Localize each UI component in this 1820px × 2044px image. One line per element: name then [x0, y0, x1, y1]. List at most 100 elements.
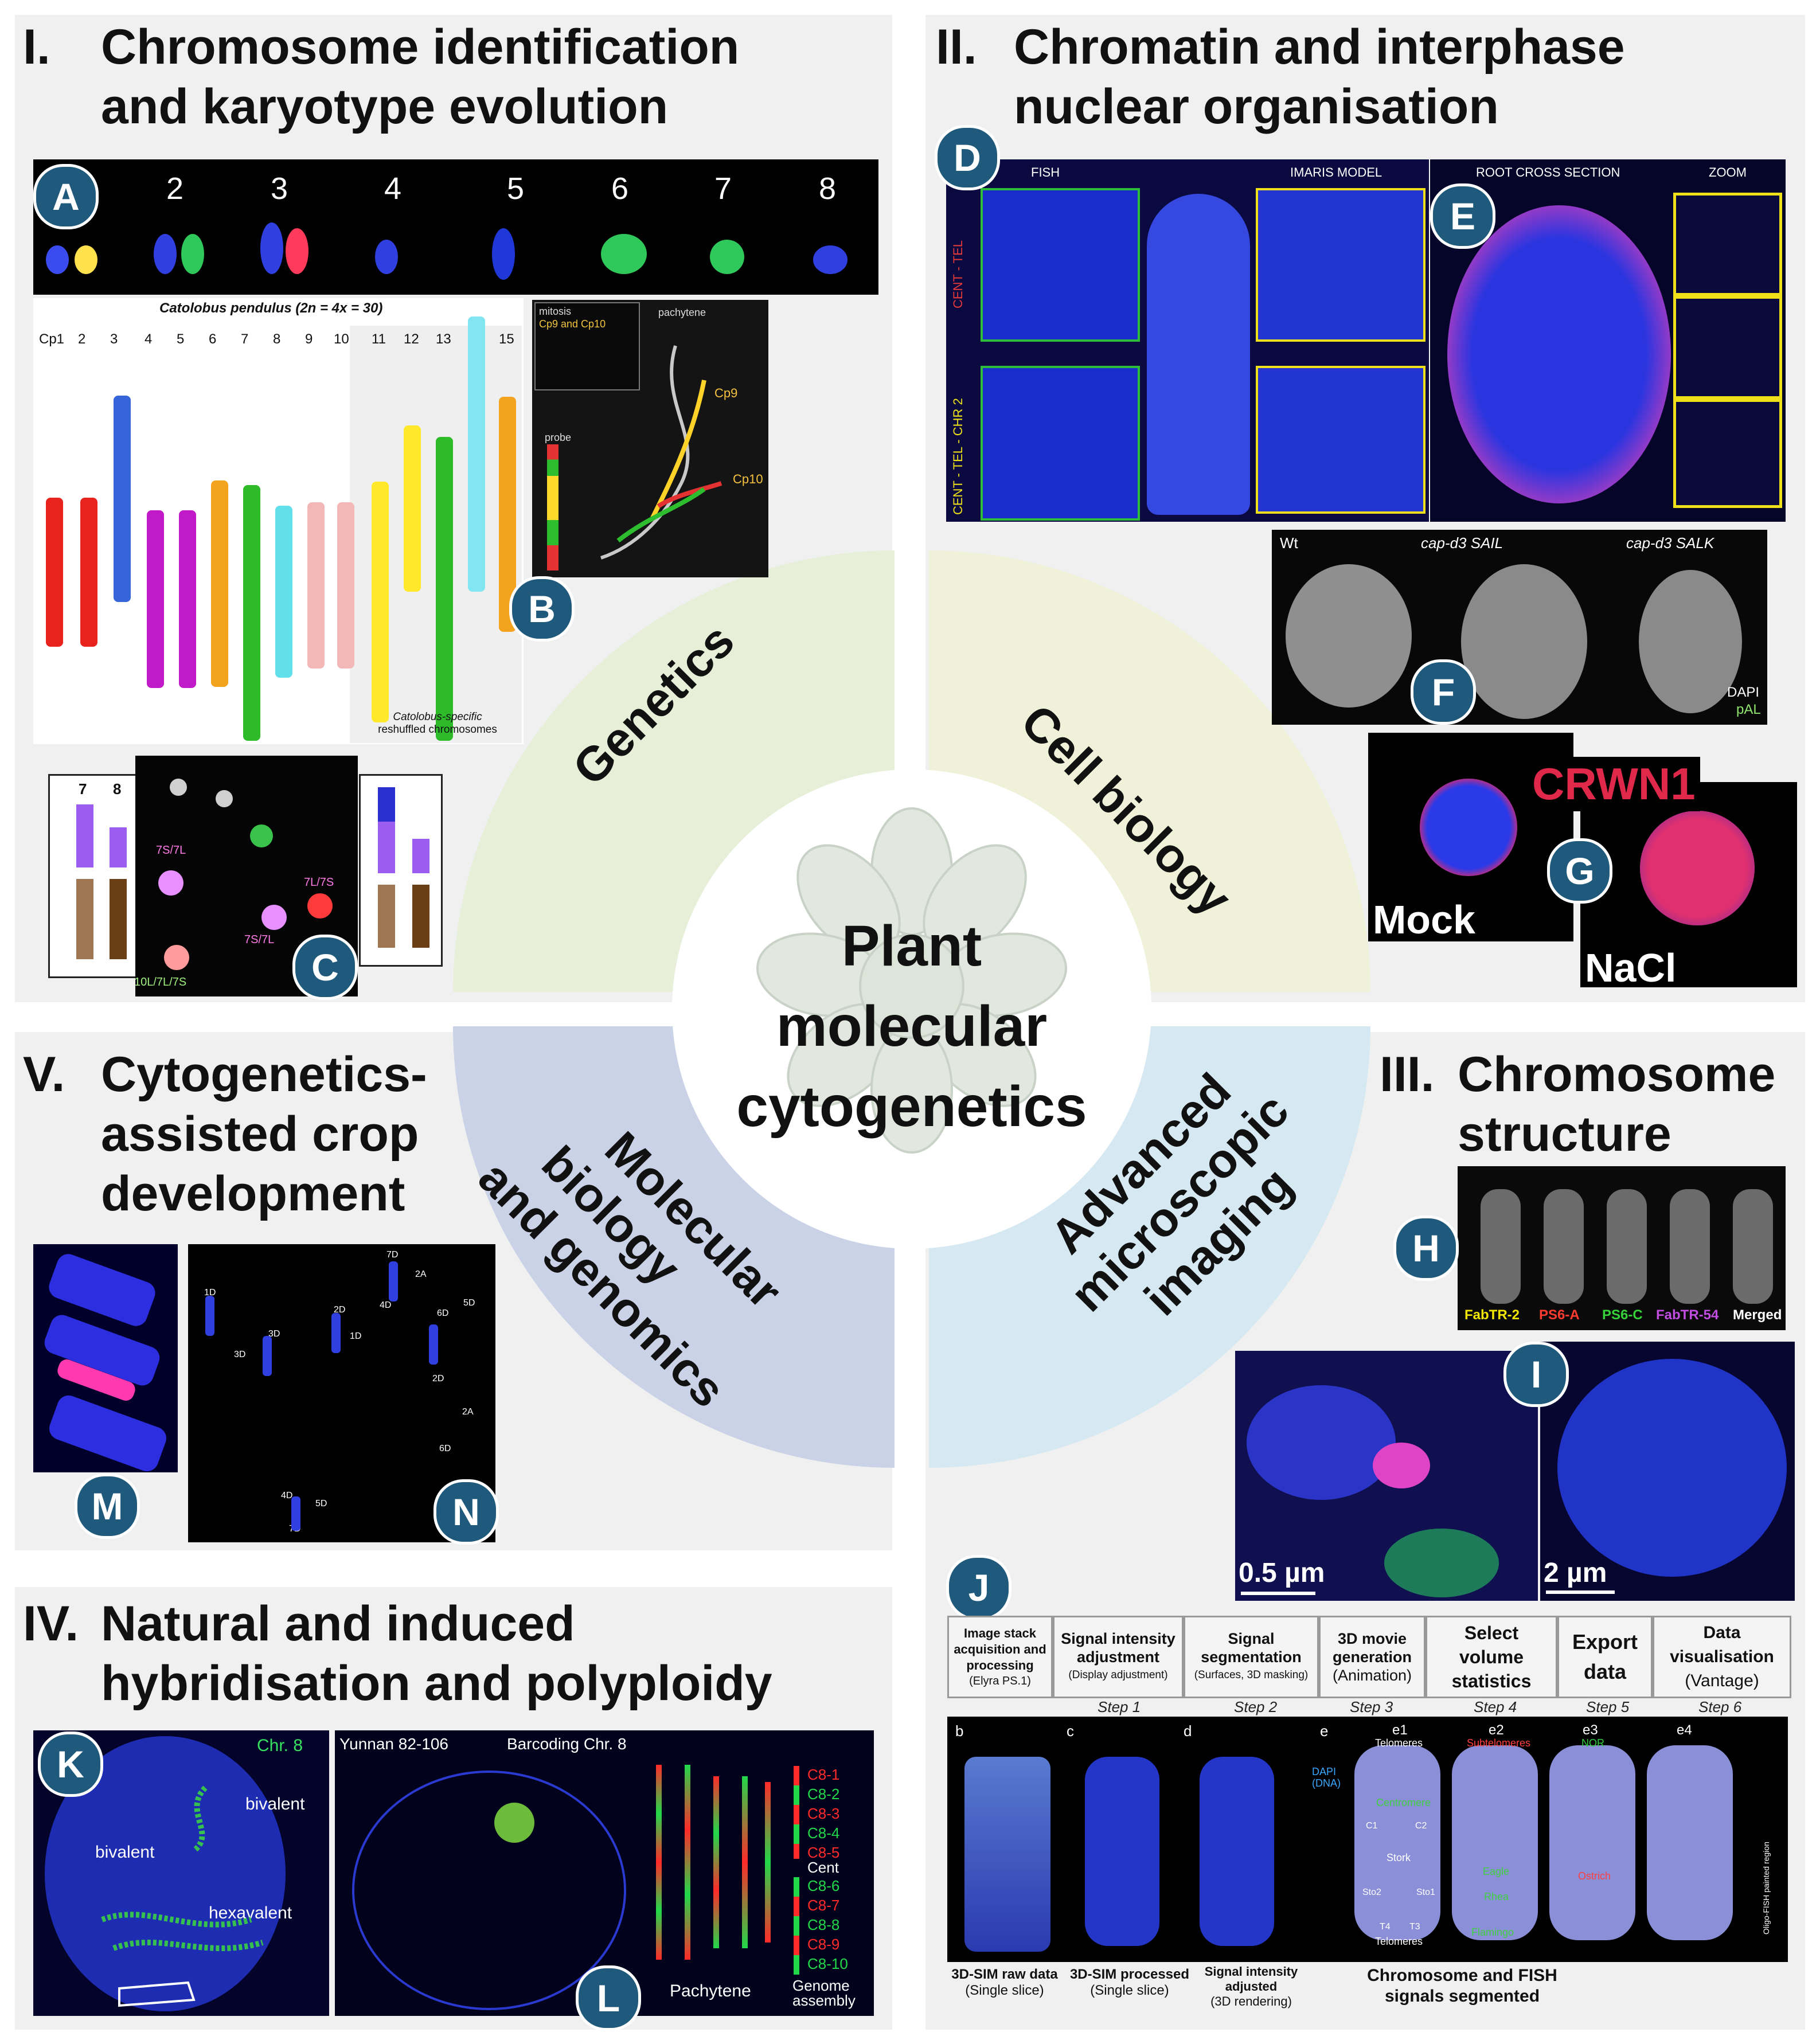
footer-line: Catolobus-specific — [393, 711, 482, 723]
mitosis-label: mitosis — [539, 306, 572, 317]
salk-label: cap-d3 SALK — [1626, 534, 1714, 552]
center-title-line: Plant — [841, 914, 982, 978]
step-text: (Vantage) — [1685, 1671, 1759, 1690]
step-text: Data — [1703, 1623, 1741, 1642]
chromosome-label: 4D — [380, 1300, 392, 1310]
caption-line: Signal intensity — [1204, 1964, 1298, 1979]
karyotype-title: Catolobus pendulus (2n = 4x = 30) — [159, 300, 383, 316]
panel-a-number: 3 — [271, 171, 288, 206]
centromere-label: Centromere — [1376, 1797, 1431, 1808]
assembly-label: assembly — [792, 1992, 856, 2009]
caption-line: (Single slice) — [1090, 1983, 1169, 1998]
zoom-panel-2 — [1673, 296, 1782, 399]
step-text: Signal — [1228, 1630, 1275, 1647]
pachytene-strand — [685, 1765, 690, 1960]
column-label: 11 — [372, 331, 386, 347]
caption-line: adjusted — [1225, 1979, 1278, 1994]
chromosome-bar — [46, 498, 63, 647]
chromosome-bar — [468, 316, 485, 592]
chromosome-bar — [80, 498, 97, 647]
segment-label: C8-2 — [794, 1785, 872, 1805]
segmented-chromosome — [1354, 1745, 1440, 1940]
panel-d-image: FISH IMARIS MODEL CENT - TEL CENT - TEL … — [946, 159, 1429, 522]
badge-f: F — [1411, 659, 1476, 725]
panel-a-number: 7 — [714, 171, 732, 206]
fish-header: FISH — [1031, 165, 1060, 179]
fish-panel-2 — [981, 366, 1140, 521]
section-title-line: and karyotype evolution — [101, 79, 669, 134]
panel-c-ideogram-right — [359, 774, 443, 967]
pachytene-label: Pachytene — [670, 1982, 751, 2000]
segment-label: Cent — [807, 1859, 839, 1876]
panel-c-ideogram-left: 7 8 — [48, 774, 138, 978]
chromosome-label: 6D — [439, 1444, 451, 1453]
step-text: 3D movie — [1337, 1630, 1407, 1647]
wt-label: Wt — [1280, 534, 1298, 552]
workflow-step: Signal intensity adjustment (Display adj… — [1053, 1616, 1184, 1698]
step-text: Signal intensity — [1061, 1630, 1175, 1647]
karyotype-diagram: Catolobus pendulus (2n = 4x = 30) Cp1 2 … — [33, 298, 524, 744]
pachytene-spread — [352, 1771, 626, 2010]
panel-i-spread: 2 µm — [1540, 1342, 1795, 1601]
probe-label: probe — [545, 432, 572, 443]
segment-label: C8-8 — [794, 1916, 872, 1936]
section-title-line: Chromatin and interphase — [1014, 19, 1625, 75]
chromosome-label: 7D — [386, 1250, 399, 1260]
segment-label: C8-4 — [794, 1824, 872, 1844]
step-text: generation — [1332, 1648, 1412, 1666]
caption-line: Chromosome and FISH — [1367, 1966, 1557, 1985]
step-number: Step 3 — [1350, 1698, 1393, 1715]
spread-label: 7L/7S — [304, 876, 334, 889]
panel-l-image: Yunnan 82-106 Barcoding Chr. 8 Pachytene… — [335, 1730, 874, 2016]
step-number: Step 4 — [1474, 1698, 1517, 1715]
side-label: CENT - TEL — [951, 240, 965, 308]
ostrich-label: Ostrich — [1578, 1870, 1611, 1882]
column-label: 8 — [273, 331, 281, 347]
chromosome-bar — [404, 425, 421, 592]
step-number: Step 6 — [1698, 1698, 1742, 1715]
step-text: (Display adjustment) — [1068, 1669, 1168, 1681]
segment-label: C8-7 — [794, 1897, 872, 1916]
root-tip — [1147, 194, 1250, 515]
section-title-line: assisted crop — [101, 1107, 419, 1162]
panel-a-number: 8 — [819, 171, 837, 206]
pachytene-strand — [713, 1776, 719, 1948]
probe-bar — [547, 444, 559, 570]
column-label: 3 — [110, 331, 118, 347]
badge-m: M — [75, 1474, 140, 1539]
center-title-line: cytogenetics — [736, 1074, 1087, 1139]
panel-a-number: 2 — [166, 171, 184, 206]
chromosome-label: 5D — [463, 1298, 475, 1308]
chromosome-bar — [337, 502, 354, 669]
column-label: 10 — [334, 331, 349, 347]
karyotype-columns: Cp1 2 3 4 5 6 7 8 9 10 11 12 13 14 15 — [39, 331, 521, 349]
processed-chromosome — [1085, 1757, 1159, 1946]
segmented-chromosome — [1549, 1745, 1635, 1940]
chromosome-label: 2D — [432, 1374, 444, 1383]
section-number: III. — [1380, 1047, 1435, 1102]
sto2-label: Sto2 — [1362, 1887, 1381, 1897]
step-text: (Animation) — [1332, 1667, 1412, 1684]
chromosome-label: 2D — [334, 1305, 346, 1315]
caption-d: Signal intensity adjusted (3D rendering) — [1194, 1964, 1309, 2009]
e2-top: Subtelomeres — [1467, 1737, 1531, 1749]
workflow-step: 3D movie generation (Animation) — [1319, 1616, 1425, 1698]
e3-top: NOR — [1581, 1737, 1604, 1749]
side-label: CENT - TEL - CHR 2 — [951, 398, 965, 515]
stork-label: Stork — [1387, 1852, 1411, 1863]
chromatid — [1670, 1189, 1710, 1304]
step-text: acquisition and — [954, 1642, 1046, 1656]
probe-label: FabTR-54 — [1656, 1307, 1719, 1323]
chr-label: Chr. 8 — [257, 1736, 303, 1755]
pachytene-strand — [742, 1776, 748, 1948]
chromosome-bar — [179, 510, 196, 688]
rosette-icon — [756, 807, 1068, 1154]
zoom-panel-1 — [1673, 193, 1782, 296]
panel-f-image: Wt cap-d3 SAIL cap-d3 SALK DAPI pAL — [1272, 530, 1767, 725]
badge-j: J — [946, 1555, 1011, 1620]
root-cross-section — [1447, 205, 1671, 503]
chromosome-label: 4D — [281, 1491, 293, 1500]
spread-label: 7S/7L — [156, 844, 186, 857]
section-title-line: Cytogenetics- — [101, 1047, 427, 1102]
step-text: volume — [1459, 1647, 1524, 1667]
